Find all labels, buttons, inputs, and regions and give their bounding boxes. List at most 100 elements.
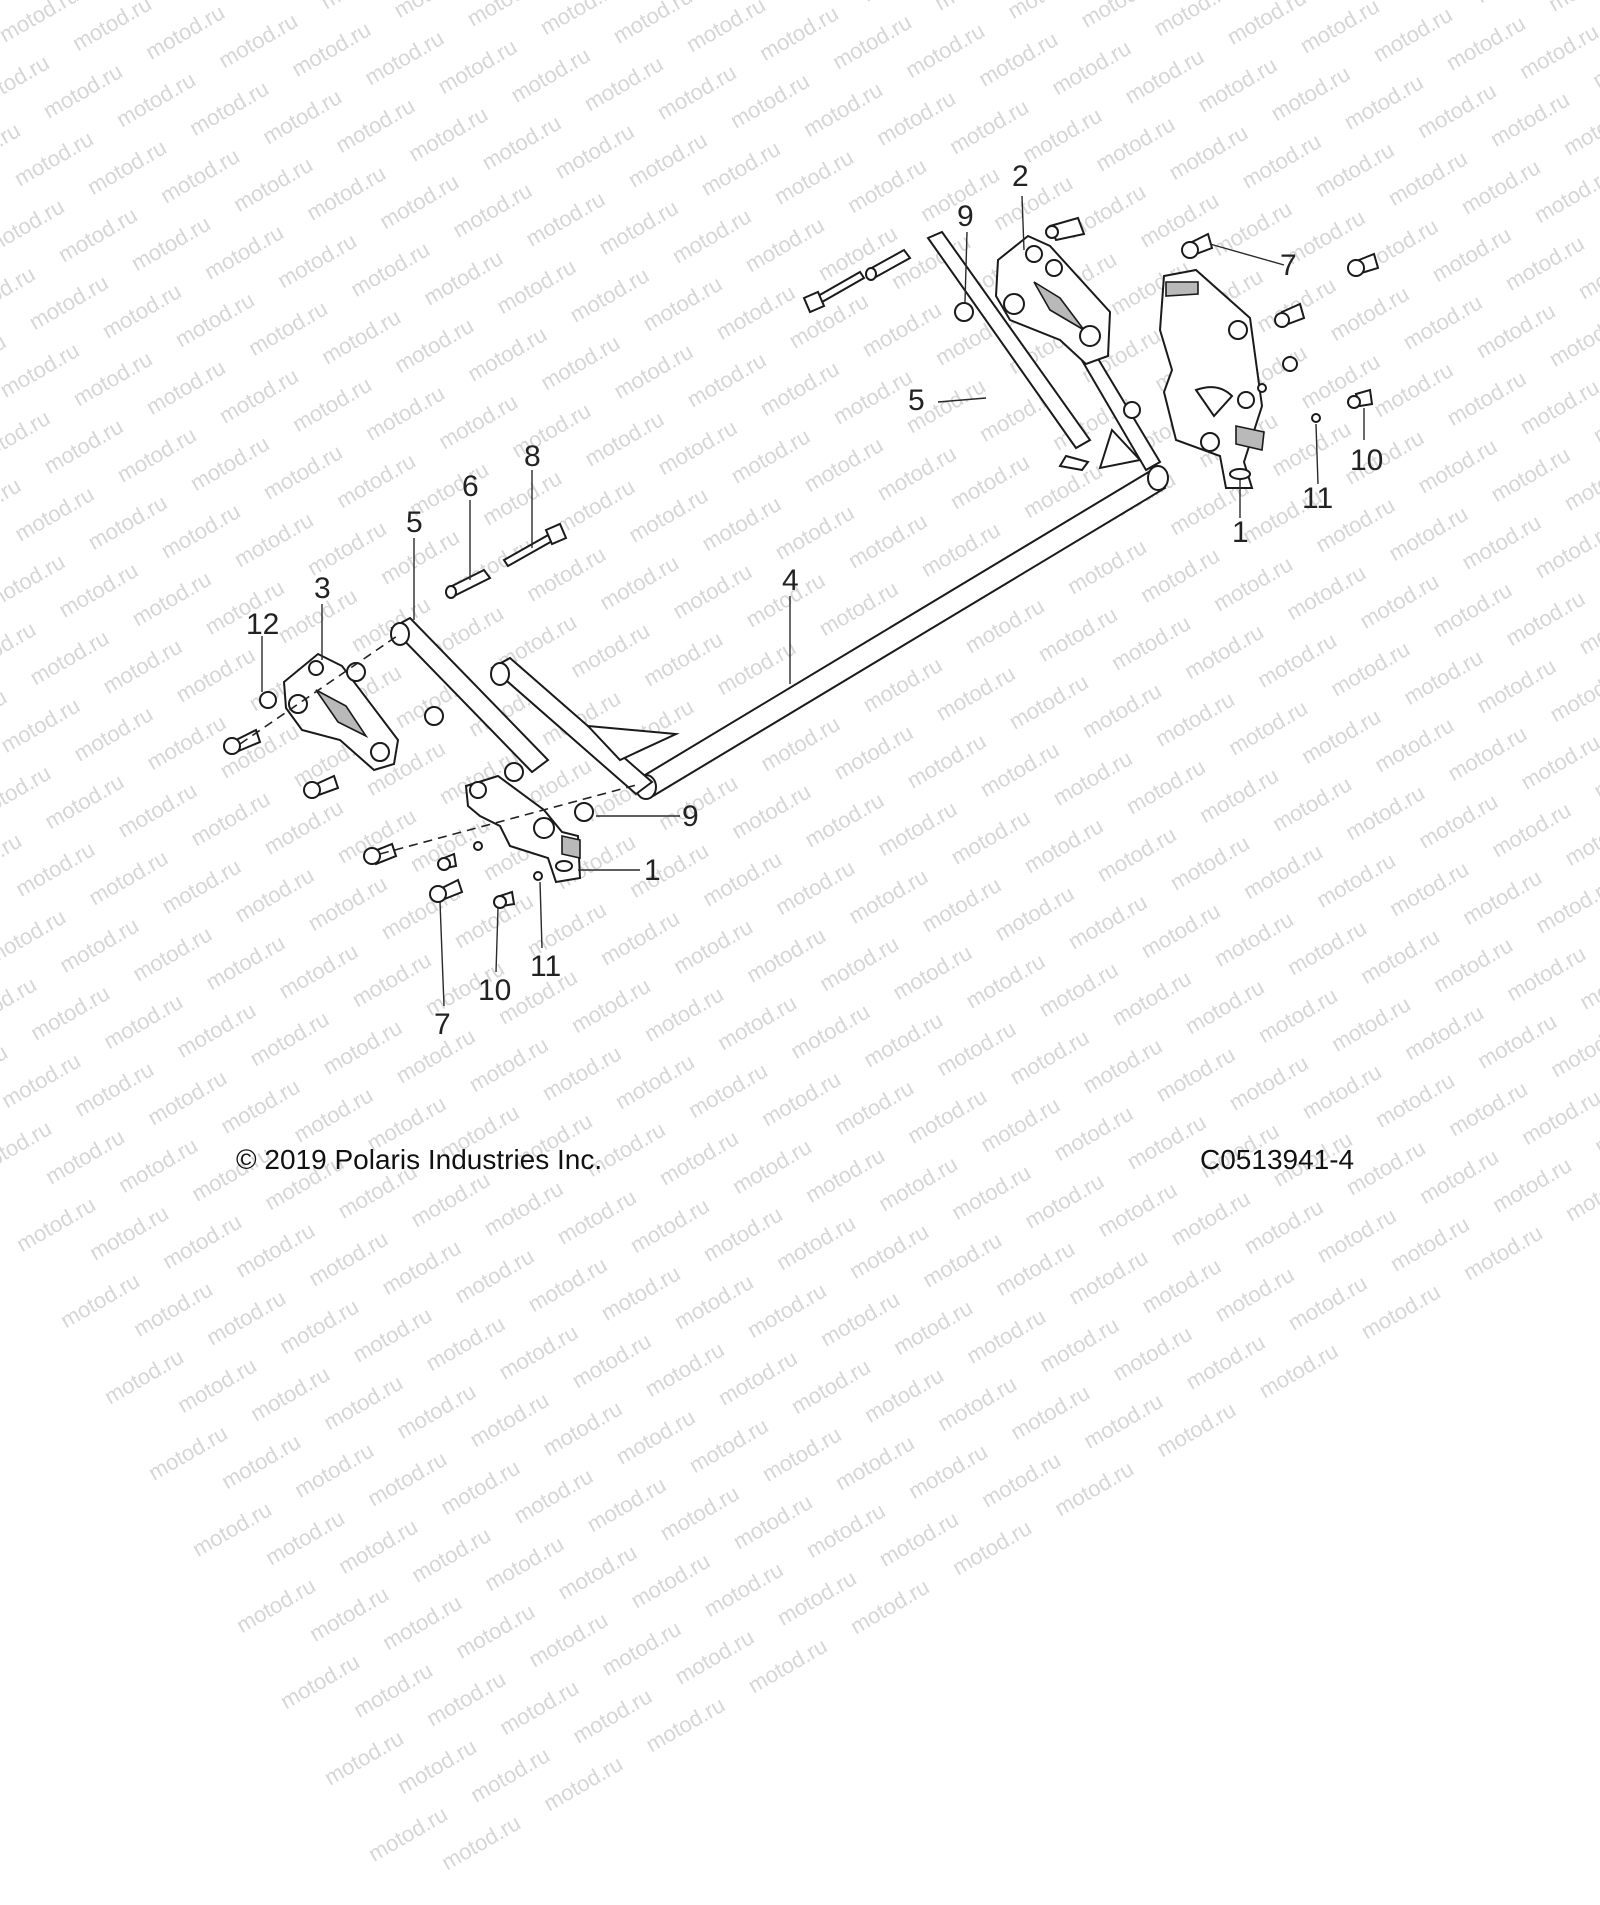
- watermark-text: motod.ru: [509, 1463, 597, 1529]
- watermark-text: motod.ru: [334, 1514, 422, 1580]
- watermark-text: motod.ru: [641, 1337, 729, 1403]
- callout-3: 3: [314, 572, 331, 605]
- watermark-text: motod.ru: [173, 1353, 261, 1419]
- watermark-text: motod.ru: [991, 1236, 1079, 1302]
- callout-2: 2: [1012, 160, 1029, 193]
- watermark-text: motod.ru: [422, 1666, 510, 1732]
- watermark-text: motod.ru: [1064, 1245, 1152, 1311]
- watermark-text: motod.ru: [948, 1515, 1036, 1581]
- watermark-text: motod.ru: [217, 1429, 305, 1495]
- watermark-text: motod.ru: [480, 1531, 568, 1597]
- diagram-code: C0513941-4: [1200, 1144, 1354, 1176]
- watermark-text: motod.ru: [568, 1328, 656, 1394]
- callout-10-right: 10: [1350, 444, 1383, 477]
- watermark-text: motod.ru: [700, 1557, 788, 1623]
- watermark-text: motod.ru: [714, 1345, 802, 1411]
- watermark-text: motod.ru: [56, 1268, 144, 1334]
- watermark-text: motod.ru: [787, 1354, 875, 1420]
- watermark-text: motod.ru: [802, 1498, 890, 1564]
- watermark-text: motod.ru: [129, 1277, 217, 1343]
- watermark-text: motod.ru: [1459, 1220, 1547, 1286]
- watermark-text: motod.ru: [583, 1472, 671, 1538]
- watermark-text: motod.ru: [100, 1344, 188, 1410]
- watermark-text: motod.ru: [495, 1675, 583, 1741]
- watermark-text: motod.ru: [1211, 1262, 1299, 1328]
- watermark-text: motod.ru: [319, 1370, 407, 1436]
- watermark-text: motod.ru: [451, 1599, 539, 1665]
- watermark-text: motod.ru: [349, 1658, 437, 1724]
- part-8-bolt-right: [804, 272, 864, 312]
- watermark-text: motod.ru: [875, 1506, 963, 1572]
- watermark-text: motod.ru: [437, 1810, 525, 1876]
- watermark-text: motod.ru: [495, 1320, 583, 1386]
- watermark-text: motod.ru: [12, 1192, 100, 1258]
- watermark-text: motod.ru: [202, 1285, 290, 1351]
- watermark-text: motod.ru: [846, 1574, 934, 1640]
- watermark-text: motod.ru: [261, 1505, 349, 1571]
- callout-12: 12: [246, 608, 279, 641]
- watermark-text: motod.ru: [1006, 1380, 1094, 1446]
- part-5-left-arms: [391, 618, 676, 794]
- callout-1-right: 1: [1232, 516, 1249, 549]
- watermark-text: motod.ru: [1050, 1456, 1138, 1522]
- callout-11-left: 11: [530, 950, 561, 983]
- watermark-text: motod.ru: [626, 1193, 714, 1259]
- copyright-text: © 2019 Polaris Industries Inc.: [236, 1144, 602, 1176]
- watermark-text: motod.ru: [656, 1481, 744, 1547]
- callout-6: 6: [462, 470, 479, 503]
- watermark-text: motod.ru: [232, 1573, 320, 1639]
- callout-4: 4: [782, 564, 799, 597]
- watermark-text: motod.ru: [772, 1210, 860, 1276]
- callout-1-left: 1: [644, 854, 661, 887]
- watermark-text: motod.ru: [904, 1439, 992, 1505]
- watermark-text: motod.ru: [889, 1295, 977, 1361]
- watermark-text: motod.ru: [1182, 1329, 1270, 1395]
- callout-9-left: 9: [682, 800, 699, 833]
- watermark-text: motod.ru: [1357, 1279, 1445, 1345]
- watermark-text: motod.ru: [773, 1565, 861, 1631]
- part-6-pin-right: [866, 250, 910, 280]
- watermark-text: motod.ru: [1240, 1194, 1328, 1260]
- watermark-text: motod.ru: [1255, 1338, 1343, 1404]
- watermark-text: motod.ru: [816, 1286, 904, 1352]
- watermark-text: motod.ru: [1284, 1270, 1372, 1336]
- callout-11-right: 11: [1302, 482, 1333, 515]
- watermark-text: motod.ru: [744, 1633, 832, 1699]
- watermark-text: motod.ru: [1386, 1211, 1474, 1277]
- watermark-text: motod.ru: [305, 1581, 393, 1647]
- watermark-text: motod.ru: [246, 1361, 334, 1427]
- watermark-text: motod.ru: [641, 1692, 729, 1758]
- watermark-text: motod.ru: [393, 1734, 481, 1800]
- watermark-text: motod.ru: [290, 1438, 378, 1504]
- callout-7-right: 7: [1280, 249, 1297, 282]
- watermark-text: motod.ru: [363, 1446, 451, 1512]
- watermark-text: motod.ru: [304, 1226, 392, 1292]
- watermark-text: motod.ru: [699, 1202, 787, 1268]
- watermark-text: motod.ru: [568, 1683, 656, 1749]
- callout-5-right: 5: [908, 384, 925, 417]
- watermark-text: motod.ru: [465, 1387, 553, 1453]
- watermark-text: motod.ru: [158, 1209, 246, 1275]
- watermark-text: motod.ru: [188, 1497, 276, 1563]
- callout-10-left: 10: [478, 974, 511, 1007]
- watermark-text: motod.ru: [524, 1252, 612, 1318]
- watermark-text: motod.ru: [845, 1219, 933, 1285]
- watermark-text: motod.ru: [377, 1235, 465, 1301]
- watermark-text: motod.ru: [1079, 1388, 1167, 1454]
- watermark-text: motod.ru: [729, 1489, 817, 1555]
- watermark-text: motod.ru: [860, 1363, 948, 1429]
- callout-9-right: 9: [957, 200, 974, 233]
- callout-7-left: 7: [434, 1008, 451, 1041]
- watermark-text: motod.ru: [539, 1751, 627, 1817]
- watermark-text: motod.ru: [231, 1218, 319, 1284]
- watermark-text: motod.ru: [85, 1200, 173, 1266]
- watermark-text: motod.ru: [364, 1801, 452, 1867]
- watermark-text: motod.ru: [977, 1447, 1065, 1513]
- callout-8: 8: [524, 440, 541, 473]
- watermark-text: motod.ru: [276, 1649, 364, 1715]
- watermark-text: motod.ru: [918, 1227, 1006, 1293]
- part-8-bolt-left: [504, 524, 566, 566]
- watermark-text: motod.ru: [1108, 1321, 1196, 1387]
- part-6-pin-left: [446, 570, 490, 598]
- watermark-text: motod.ru: [320, 1725, 408, 1791]
